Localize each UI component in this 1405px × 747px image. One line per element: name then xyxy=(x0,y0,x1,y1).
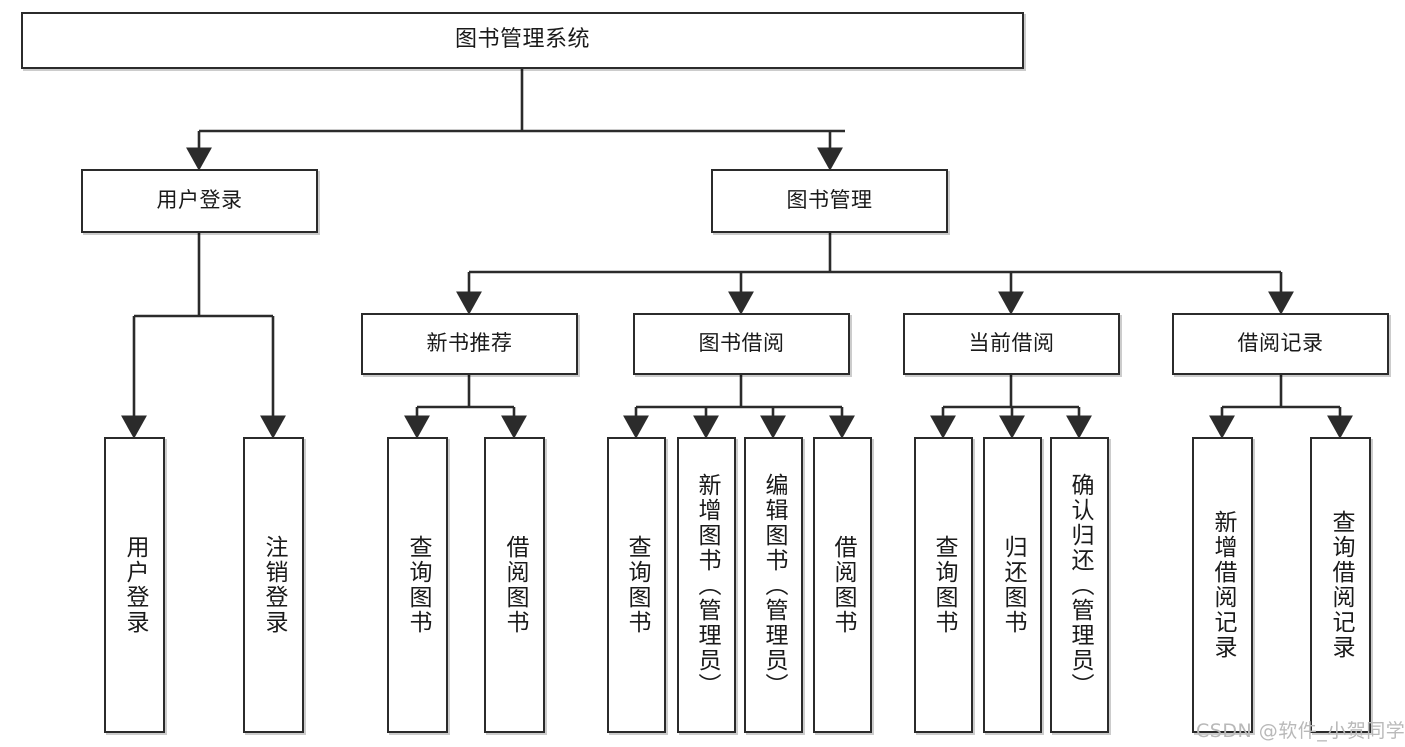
leaf-query-borrow-record[interactable]: 查询借阅记录 xyxy=(1310,437,1371,733)
node-label: 图书管理系统 xyxy=(454,27,590,53)
node-label: 确认归还（管理员） xyxy=(1067,472,1093,698)
leaf-add-borrow-record[interactable]: 新增借阅记录 xyxy=(1192,437,1253,733)
leaf-query-books-new-book-rec[interactable]: 查询图书 xyxy=(387,437,448,733)
node-borrowing-records[interactable]: 借阅记录 xyxy=(1172,313,1389,375)
node-label: 编辑图书（管理员） xyxy=(761,472,787,698)
leaf-confirm-return-admin[interactable]: 确认归还（管理员） xyxy=(1050,437,1109,733)
leaf-logout[interactable]: 注销登录 xyxy=(243,437,304,733)
node-label: 查询图书 xyxy=(624,535,650,635)
node-label: 查询图书 xyxy=(931,535,957,635)
node-label: 归还图书 xyxy=(1000,535,1026,635)
node-label: 注销登录 xyxy=(261,535,287,635)
node-root-book-management-system[interactable]: 图书管理系统 xyxy=(21,12,1024,69)
node-label: 借阅图书 xyxy=(830,535,856,635)
leaf-query-books-current-borrow[interactable]: 查询图书 xyxy=(914,437,973,733)
leaf-user-login[interactable]: 用户登录 xyxy=(104,437,165,733)
leaf-borrow-books-book-borrow[interactable]: 借阅图书 xyxy=(813,437,872,733)
node-label: 图书管理 xyxy=(786,188,873,213)
node-label: 借阅记录 xyxy=(1237,331,1324,356)
node-label: 新增图书（管理员） xyxy=(694,472,720,698)
node-label: 新增借阅记录 xyxy=(1210,510,1236,660)
leaf-return-books[interactable]: 归还图书 xyxy=(983,437,1042,733)
node-label: 当前借阅 xyxy=(968,331,1055,356)
leaf-query-books-book-borrow[interactable]: 查询图书 xyxy=(607,437,666,733)
csdn-watermark: CSDN @软件_小贺同学 xyxy=(1196,720,1405,742)
leaf-borrow-books-new-book-rec[interactable]: 借阅图书 xyxy=(484,437,545,733)
leaf-add-book-admin[interactable]: 新增图书（管理员） xyxy=(677,437,736,733)
node-label: 借阅图书 xyxy=(502,535,528,635)
node-label: 查询图书 xyxy=(405,535,431,635)
node-book-borrowing[interactable]: 图书借阅 xyxy=(633,313,850,375)
node-label: 查询借阅记录 xyxy=(1328,510,1354,660)
node-label: 用户登录 xyxy=(156,188,243,213)
node-new-book-recommendation[interactable]: 新书推荐 xyxy=(361,313,578,375)
leaf-edit-book-admin[interactable]: 编辑图书（管理员） xyxy=(744,437,803,733)
node-label: 用户登录 xyxy=(122,535,148,635)
node-book-management[interactable]: 图书管理 xyxy=(711,169,948,233)
node-label: 图书借阅 xyxy=(698,331,785,356)
node-current-borrowing[interactable]: 当前借阅 xyxy=(903,313,1120,375)
node-label: 新书推荐 xyxy=(426,331,513,356)
node-user-login[interactable]: 用户登录 xyxy=(81,169,318,233)
